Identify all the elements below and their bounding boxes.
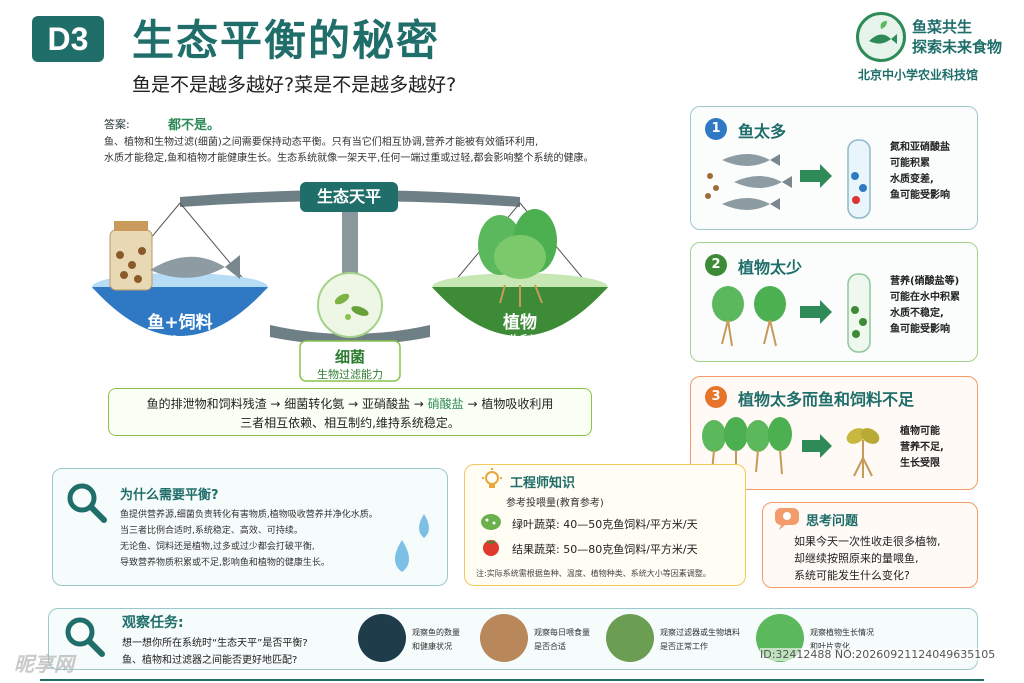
answer-label: 答案: (104, 118, 130, 131)
logo-title: 鱼菜共生 (912, 18, 973, 36)
observation-item-plants: 观察植物生长情况和叶片变化 (810, 628, 874, 651)
card-title: 植物太少 (738, 258, 803, 277)
water-drop-icon (395, 514, 429, 572)
think-question-line: 如果今天一次性收走很多植物, (794, 535, 941, 548)
leafy-vegetable-icon (481, 514, 501, 530)
arrow-right-icon (800, 306, 822, 318)
card-number: 2 (705, 254, 727, 276)
tomato-icon (483, 540, 499, 556)
test-tube-icon (847, 273, 871, 353)
magnifier-icon (65, 617, 105, 657)
card-description: 氮和亚硝酸盐可能积累水质变差,鱼可能受影响 (890, 142, 950, 201)
magnifier-icon (67, 483, 107, 523)
feeding-reference-subtitle: 参考投喂量(教育参考) (506, 498, 604, 509)
logo-subtitle: 探索未来食物 (912, 38, 1003, 56)
bottom-divider (40, 679, 984, 681)
arrow-head-icon (820, 164, 832, 188)
fish-photo-icon (358, 614, 406, 662)
many-plants-icon (702, 417, 792, 475)
fish-plant-logo-icon (856, 12, 906, 62)
balance-label-box (300, 182, 398, 212)
bacteria-photo-icon (606, 614, 654, 662)
right-bowl-label: 植物 (503, 313, 537, 333)
think-question-line: 却继续按照原来的量喂鱼, (794, 552, 919, 565)
why-balance-box (52, 468, 448, 586)
idea-bubble-icon (775, 508, 799, 530)
right-bowl-sublabel: 吸收利用 (493, 334, 546, 349)
lightbulb-icon (482, 468, 502, 488)
scenario-card-too-many-fish (690, 106, 978, 230)
left-bowl-sublabel: 输入 (163, 335, 197, 355)
arrow-right-icon (800, 170, 822, 182)
fish-feed-photo-icon (480, 614, 528, 662)
arrow-right-icon (802, 440, 822, 452)
card-title: 鱼太多 (738, 122, 787, 141)
nitrogen-cycle-box (108, 388, 592, 436)
observation-item-filter: 观察过滤器或生物填料是否正常工作 (660, 628, 740, 651)
page-subtitle: 鱼是不是越多越好?菜是不是越多越好? (132, 74, 457, 96)
why-balance-line: 鱼提供营养源,细菌负责转化有害物质,植物吸收营养并净化水质。 (120, 510, 378, 520)
observation-task-title: 观察任务: (122, 615, 184, 631)
card-title: 植物太多而鱼和饲料不足 (738, 390, 915, 409)
nitrogen-cycle-text: 鱼的排泄物和饲料残渣 → 细菌转化氨 → 亚硝酸盐 → 硝酸盐 → 植物吸收利用 (146, 397, 554, 411)
think-question-title: 思考问题 (806, 514, 859, 529)
section-badge: D3 (32, 16, 104, 62)
card-description: 营养(硝酸盐等)可能在水中积累水质不稳定,鱼可能受影响 (890, 276, 960, 335)
engineer-knowledge-box (464, 464, 746, 586)
watermark-logo: 昵享网 (14, 652, 74, 676)
bacteria-sublabel: 生物过滤能力 (317, 368, 383, 381)
observation-task-line: 想一想你所在系统时“生态天平”是否平衡? (122, 638, 308, 649)
why-balance-title: 为什么需要平衡? (120, 488, 219, 503)
nitrogen-cycle-summary: 三者相互依赖、相互制约,维持系统稳定。 (240, 416, 460, 430)
card-number: 3 (705, 386, 727, 408)
wilted-plant-icon (846, 428, 880, 478)
organization-name: 北京中小学农业科技馆 (858, 68, 979, 82)
card-description: 植物可能营养不足,生长受限 (900, 426, 944, 469)
bacteria-label: 细菌 (334, 348, 365, 366)
fruit-vegetable-feed-rate: 结果蔬菜: 50—80克鱼饲料/平方米/天 (512, 543, 698, 556)
answer-text-line: 水质才能稳定,鱼和植物才能健康生长。生态系统就像一架天平,任何一端过重或过轻,都… (104, 153, 594, 164)
balance-label: 生态天平 (316, 187, 381, 206)
ecological-balance-illustration (92, 190, 608, 382)
why-balance-line: 导致营养物质积累或不足,影响鱼和植物的健康生长。 (120, 558, 330, 568)
observation-task-line: 鱼、植物和过滤器之间能否更好地匹配? (122, 655, 298, 666)
observation-item-feeding: 观察每日喂食量是否合适 (534, 628, 590, 651)
answer-value: 都不是。 (168, 118, 221, 133)
many-fish-icon (705, 154, 792, 210)
feeding-note: 注:实际系统需根据鱼种、温度、植物种类、系统大小等因素调整。 (476, 569, 711, 578)
think-question-line: 系统可能发生什么变化? (794, 569, 910, 582)
left-bowl-label: 鱼+饲料 (147, 313, 213, 333)
leafy-vegetable-feed-rate: 绿叶蔬菜: 40—50克鱼饲料/平方米/天 (512, 518, 698, 531)
answer-text-line: 鱼、植物和生物过滤(细菌)之间需要保持动态平衡。只有当它们相互协调,营养才能被有… (104, 137, 539, 148)
card-number: 1 (705, 118, 727, 140)
why-balance-line: 当三者比例合适时,系统稳定、高效、可持续。 (120, 526, 303, 536)
engineer-knowledge-title: 工程师知识 (510, 476, 576, 491)
few-plants-icon (712, 286, 786, 347)
page-title: 生态平衡的秘密 (132, 16, 441, 65)
test-tube-icon (847, 139, 871, 219)
why-balance-line: 无论鱼、饲料还是植物,过多或过少都会打破平衡, (120, 542, 315, 552)
arrow-head-icon (820, 300, 832, 324)
watermark-id: ID:32412488 NO:20260921124049635105 (760, 648, 996, 661)
arrow-head-icon (820, 434, 832, 458)
observation-item-fish: 观察鱼的数量和健康状况 (412, 628, 460, 651)
